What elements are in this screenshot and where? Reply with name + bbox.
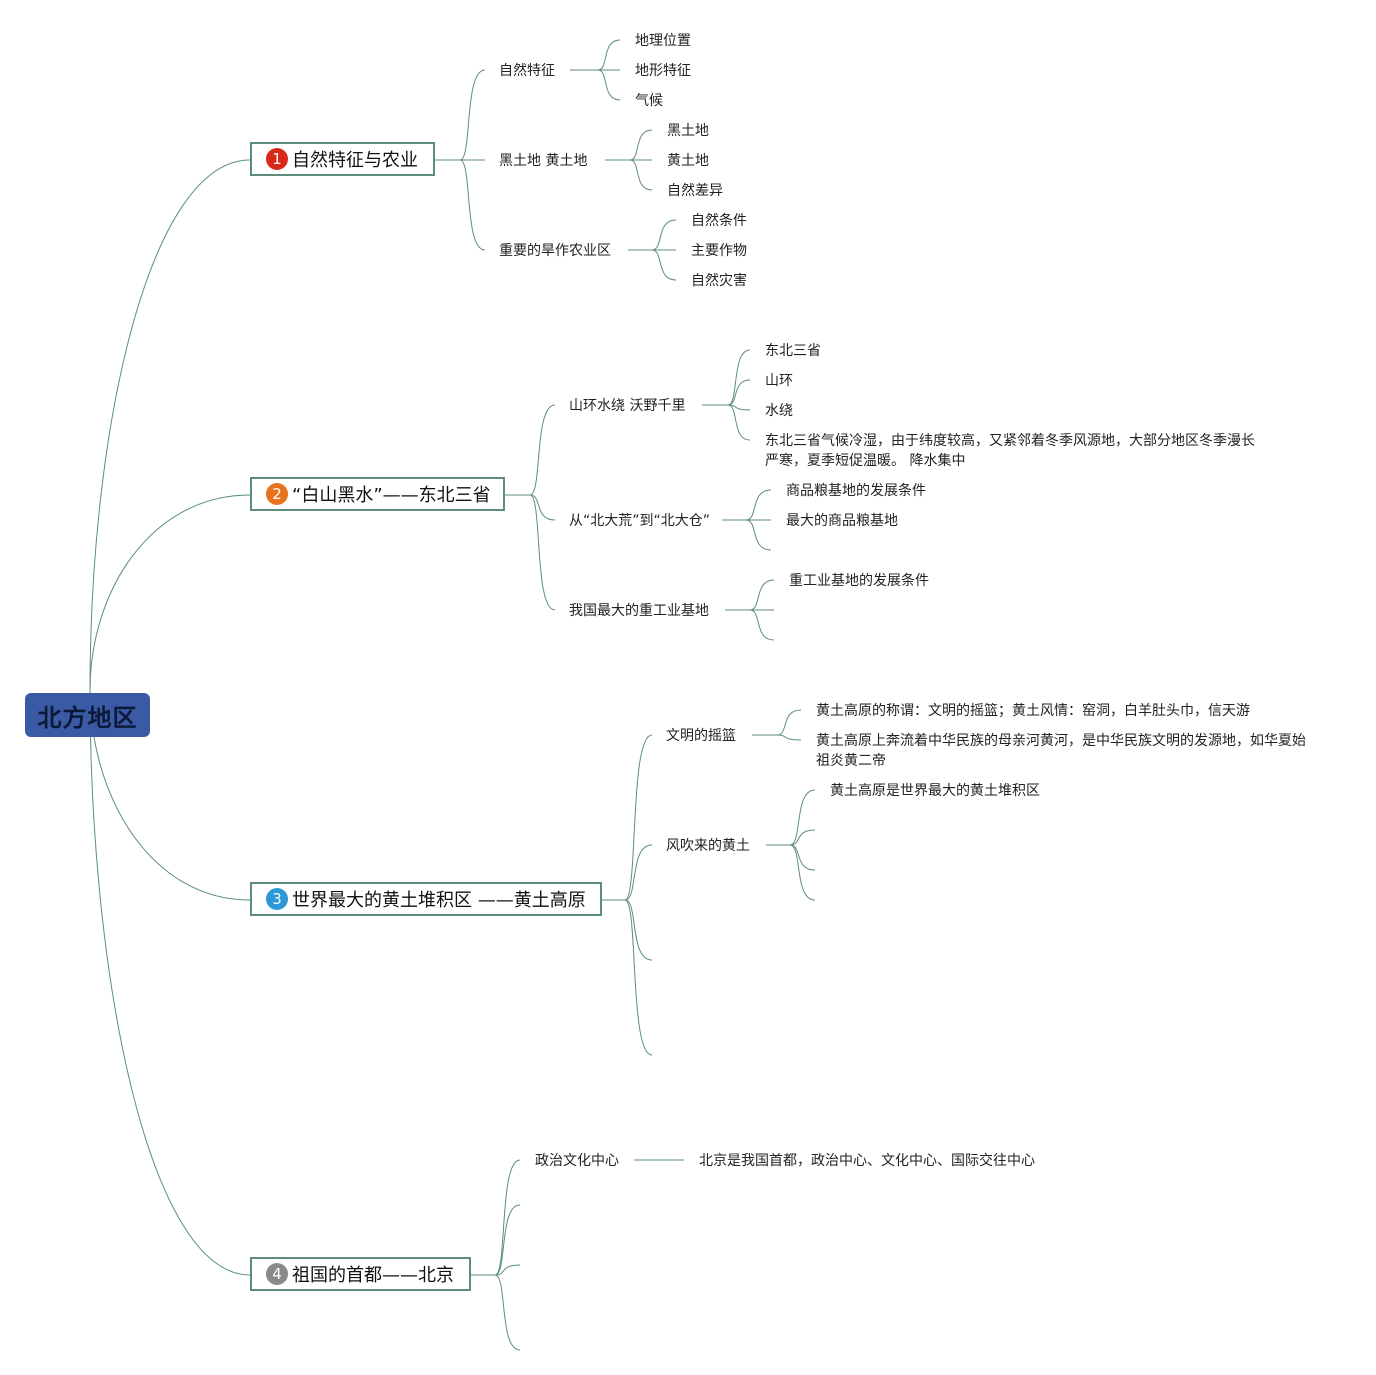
topic-3-connector-branch-1 <box>624 734 653 901</box>
topic-4-connector-branch-4 <box>494 1274 521 1351</box>
topic-1-connector-branch-1 <box>459 69 486 161</box>
subtopic-1-1-connector-branch-3 <box>597 69 621 101</box>
topic-2-label: “白山黑水”——东北三省 <box>292 485 491 506</box>
leaf-1-2-3[interactable]: 自然差异 <box>667 183 723 199</box>
leaf-4-1-1[interactable]: 北京是我国首都，政治中心、文化中心、国际交往中心 <box>699 1153 1035 1169</box>
leaf-2-3-1[interactable]: 重工业基地的发展条件 <box>789 573 929 589</box>
subtopic-3-1[interactable]: 文明的摇篮 <box>666 728 736 744</box>
subtopic-2-2[interactable]: 从“北大荒”到“北大仓” <box>569 513 711 529</box>
subtopic-2-1[interactable]: 山环水绕 沃野千里 <box>569 398 686 414</box>
topic-3-connector-branch-4 <box>624 899 653 1056</box>
leaf-1-2-1[interactable]: 黑土地 <box>667 123 709 139</box>
subtopic-2-2-connector-branch-3 <box>745 519 772 551</box>
subtopic-3-2-connector-branch-1 <box>789 789 816 846</box>
topic-2-connector-branch-1 <box>529 404 556 496</box>
subtopic-3-1-connector-branch-1 <box>776 709 802 736</box>
leaf-2-1-4[interactable]: 东北三省气候冷湿，由于纬度较高，又紧邻着冬季风源地，大部分地区冬季漫长严寒，夏季… <box>765 433 1255 469</box>
topic-4-connector-branch-3 <box>494 1264 521 1276</box>
root-connector-1 <box>89 159 251 691</box>
subtopic-1-3[interactable]: 重要的旱作农业区 <box>499 243 611 259</box>
subtopic-1-3-connector-branch-3 <box>651 249 677 281</box>
topic-1-number-badge: 1 <box>266 148 288 170</box>
topic-4-node[interactable]: 4 祖国的首都——北京 <box>250 1257 471 1291</box>
subtopic-3-2[interactable]: 风吹来的黄土 <box>666 838 750 854</box>
topic-2-connector-branch-2 <box>529 494 556 521</box>
subtopic-4-1[interactable]: 政治文化中心 <box>535 1153 619 1169</box>
leaf-1-1-3[interactable]: 气候 <box>635 93 663 109</box>
leaf-1-3-3[interactable]: 自然灾害 <box>691 273 747 289</box>
topic-2-number-badge: 2 <box>266 483 288 505</box>
root-connector-4 <box>89 689 251 1276</box>
topic-3-connector-branch-2 <box>624 844 653 901</box>
leaf-3-2-1[interactable]: 黄土高原是世界最大的黄土堆积区 <box>830 783 1040 799</box>
subtopic-2-1-connector-branch-4 <box>727 404 751 441</box>
leaf-1-1-1[interactable]: 地理位置 <box>635 33 691 49</box>
root-connector-2 <box>89 494 251 691</box>
root-node[interactable]: 北方地区 <box>25 693 150 737</box>
leaf-2-1-2[interactable]: 山环 <box>765 373 793 389</box>
leaf-3-1-2[interactable]: 黄土高原上奔流着中华民族的母亲河黄河，是中华民族文明的发源地，如华夏始祖炎黄二帝 <box>816 733 1306 769</box>
leaf-2-1-3[interactable]: 水绕 <box>765 403 793 419</box>
subtopic-1-1[interactable]: 自然特征 <box>499 63 555 79</box>
subtopic-1-2[interactable]: 黑土地 黄土地 <box>499 153 588 169</box>
leaf-1-3-2[interactable]: 主要作物 <box>691 243 747 259</box>
subtopic-2-1-connector-branch-3 <box>727 404 751 411</box>
leaf-2-2-1[interactable]: 商品粮基地的发展条件 <box>786 483 926 499</box>
subtopic-3-2-connector-branch-3 <box>789 844 816 871</box>
subtopic-2-3[interactable]: 我国最大的重工业基地 <box>569 603 709 619</box>
subtopic-2-2-connector-branch-1 <box>745 489 772 521</box>
topic-4-label: 祖国的首都——北京 <box>292 1265 454 1286</box>
leaf-1-1-2[interactable]: 地形特征 <box>635 63 691 79</box>
topic-3-node[interactable]: 3 世界最大的黄土堆积区 ——黄土高原 <box>250 882 602 916</box>
subtopic-1-2-connector-branch-1 <box>629 129 653 161</box>
subtopic-2-1-connector-branch-2 <box>727 379 751 406</box>
leaf-1-3-1[interactable]: 自然条件 <box>691 213 747 229</box>
topic-4-connector-branch-1 <box>494 1159 521 1276</box>
subtopic-3-1-connector-branch-2 <box>776 734 802 741</box>
topic-4-number-badge: 4 <box>266 1263 288 1285</box>
topic-4-connector-branch-2 <box>494 1204 521 1276</box>
leaf-1-2-2[interactable]: 黄土地 <box>667 153 709 169</box>
topic-1-node[interactable]: 1 自然特征与农业 <box>250 142 435 176</box>
topic-3-connector-branch-3 <box>624 899 653 961</box>
subtopic-2-3-connector-branch-1 <box>749 579 775 611</box>
topic-1-connector-branch-3 <box>459 159 486 251</box>
subtopic-1-2-connector-branch-3 <box>629 159 653 191</box>
subtopic-1-3-connector-branch-1 <box>651 219 677 251</box>
subtopic-1-1-connector-branch-1 <box>597 39 621 71</box>
topic-1-label: 自然特征与农业 <box>292 150 418 171</box>
leaf-2-2-2[interactable]: 最大的商品粮基地 <box>786 513 898 529</box>
leaf-3-1-1[interactable]: 黄土高原的称谓：文明的摇篮；黄土风情：窑洞，白羊肚头巾，信天游 <box>816 703 1250 719</box>
subtopic-2-3-connector-branch-3 <box>749 609 775 641</box>
topic-2-node[interactable]: 2 “白山黑水”——东北三省 <box>250 477 505 511</box>
subtopic-3-2-connector-branch-2 <box>789 829 816 846</box>
topic-2-connector-branch-3 <box>529 494 556 611</box>
topic-3-label: 世界最大的黄土堆积区 ——黄土高原 <box>292 890 586 911</box>
subtopic-2-1-connector-branch-1 <box>727 349 751 406</box>
subtopic-3-2-connector-branch-4 <box>789 844 816 901</box>
leaf-2-1-1[interactable]: 东北三省 <box>765 343 821 359</box>
topic-3-number-badge: 3 <box>266 888 288 910</box>
